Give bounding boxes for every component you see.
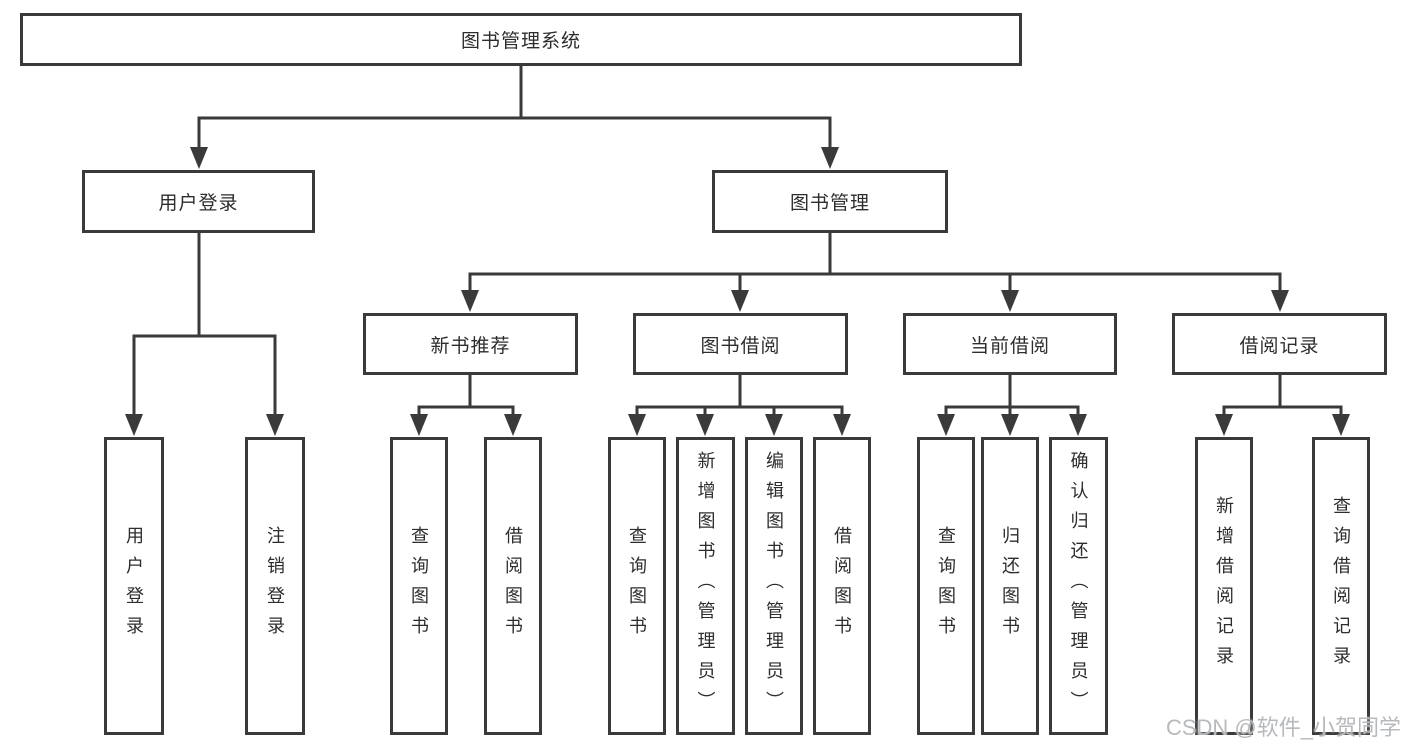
leaf-current-query-books: 查询图书 [917,437,975,735]
leaf-recommend-query-books: 查询图书 [390,437,448,735]
leaf-user-login: 用户登录 [104,437,164,735]
leaf-records-add-record: 新增借阅记录 [1195,437,1253,735]
node-root-label: 图书管理系统 [460,31,581,52]
leaf-logout: 注销登录 [245,437,305,735]
node-current-borrow: 当前借阅 [903,313,1117,375]
leaf-recommend-borrow-books: 借阅图书 [484,437,542,735]
leaf-borrow-borrow-books: 借阅图书 [813,437,871,735]
leaf-current-confirm-return-admin: 确认归还（管理员） [1049,437,1108,735]
node-current-borrow-label: 当前借阅 [969,335,1050,357]
csdn-watermark: CSDN @软件_小贺同学 [1165,715,1401,740]
node-book-borrow-label: 图书借阅 [700,335,781,357]
node-new-book-recommend: 新书推荐 [363,313,578,375]
node-new-book-recommend-label: 新书推荐 [430,335,511,357]
node-book-management: 图书管理 [712,170,948,233]
node-user-login: 用户登录 [82,170,315,233]
node-user-login-label: 用户登录 [158,193,239,214]
node-book-management-label: 图书管理 [789,193,870,214]
leaf-records-query-record: 查询借阅记录 [1312,437,1370,735]
leaf-borrow-add-books-admin: 新增图书（管理员） [676,437,735,735]
node-root-system: 图书管理系统 [20,13,1022,66]
node-borrow-records: 借阅记录 [1172,313,1387,375]
node-borrow-records-label: 借阅记录 [1239,335,1320,357]
node-book-borrow: 图书借阅 [633,313,848,375]
leaf-borrow-query-books: 查询图书 [608,437,666,735]
leaf-current-return-books: 归还图书 [981,437,1039,735]
leaf-borrow-edit-books-admin: 编辑图书（管理员） [745,437,803,735]
